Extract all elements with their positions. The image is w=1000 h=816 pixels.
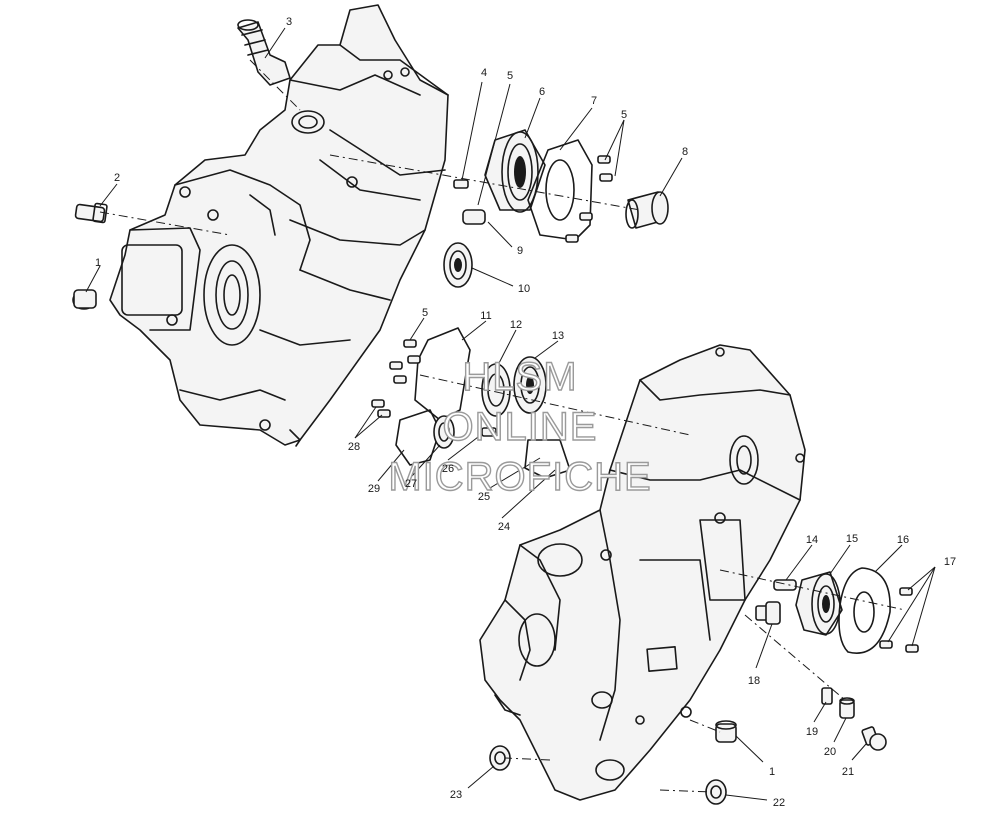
dowel-pin-9 xyxy=(462,209,486,225)
seal-plate-7 xyxy=(527,139,593,241)
callout-1: 1 xyxy=(769,766,775,778)
callout-4: 4 xyxy=(481,67,487,79)
leader-lines xyxy=(85,27,936,801)
callout-8: 8 xyxy=(682,146,688,158)
watermark: HLSM ONLINE MICROFICHE xyxy=(388,354,652,499)
plug-bolt-1-right xyxy=(715,720,737,743)
plate-11 xyxy=(414,327,471,421)
callout-19: 19 xyxy=(806,726,818,738)
bearing-10 xyxy=(443,242,473,288)
screw-set-17 xyxy=(879,587,919,653)
collar-20 xyxy=(839,697,855,719)
callout-18: 18 xyxy=(748,675,760,687)
cover-plate-16 xyxy=(838,567,891,654)
callout-17: 17 xyxy=(944,556,956,568)
center-lines xyxy=(99,59,906,793)
bushing-8 xyxy=(625,191,669,229)
dowel-pin-14 xyxy=(773,579,797,591)
bearing-13 xyxy=(513,356,547,414)
callout-16: 16 xyxy=(897,534,909,546)
left-crankcase-half xyxy=(109,4,449,447)
screw-set-5-middle xyxy=(389,339,421,384)
plug-18 xyxy=(755,601,781,625)
callout-7: 7 xyxy=(591,95,597,107)
bolt-4 xyxy=(453,179,469,189)
callout-29: 29 xyxy=(368,483,380,495)
watermark-line-1: HLSM xyxy=(462,355,577,399)
callout-2: 2 xyxy=(114,172,120,184)
screw-28b xyxy=(377,409,391,418)
callout-1: 1 xyxy=(95,257,101,269)
callout-25: 25 xyxy=(478,491,490,503)
callout-3: 3 xyxy=(286,16,292,28)
callout-20: 20 xyxy=(824,746,836,758)
right-crankcase-half xyxy=(479,344,806,801)
callout-5: 5 xyxy=(507,70,513,82)
callout-9: 9 xyxy=(517,245,523,257)
callout-6: 6 xyxy=(539,86,545,98)
bearing-6 xyxy=(484,129,546,213)
callout-23: 23 xyxy=(450,789,462,801)
callout-28: 28 xyxy=(348,441,360,453)
screw-set-5-upper xyxy=(565,155,613,243)
callout-12: 12 xyxy=(510,319,522,331)
breather-fitting xyxy=(237,19,291,86)
callout-5: 5 xyxy=(422,307,428,319)
plug-bolt-2 xyxy=(74,202,108,224)
watermark-line-2: ONLINE xyxy=(443,405,598,449)
plug-bolt-1-left xyxy=(72,289,97,310)
callout-14: 14 xyxy=(806,534,818,546)
screw-28 xyxy=(371,399,385,408)
screw-19 xyxy=(821,687,833,705)
callout-11: 11 xyxy=(480,310,491,322)
plug-21 xyxy=(861,726,887,751)
callout-5: 5 xyxy=(621,109,627,121)
seal-22 xyxy=(705,779,727,805)
plate-29 xyxy=(395,409,441,466)
bearing-15 xyxy=(795,571,843,636)
callout-26: 26 xyxy=(442,463,454,475)
seal-27 xyxy=(433,415,455,449)
callout-15: 15 xyxy=(846,533,858,545)
pin-26 xyxy=(481,427,497,437)
seal-12 xyxy=(481,363,511,417)
callout-21: 21 xyxy=(842,766,854,778)
callout-24: 24 xyxy=(498,521,510,533)
callout-13: 13 xyxy=(552,330,564,342)
watermark-line-3: MICROFICHE xyxy=(388,455,651,499)
stopper-plate-24 xyxy=(524,439,571,479)
callout-22: 22 xyxy=(773,797,785,809)
callout-27: 27 xyxy=(405,478,417,490)
callout-labels: 1 1 2 3 4 5 5 5 6 7 8 9 10 11 12 13 14 1… xyxy=(95,16,956,809)
callout-10: 10 xyxy=(518,283,530,295)
